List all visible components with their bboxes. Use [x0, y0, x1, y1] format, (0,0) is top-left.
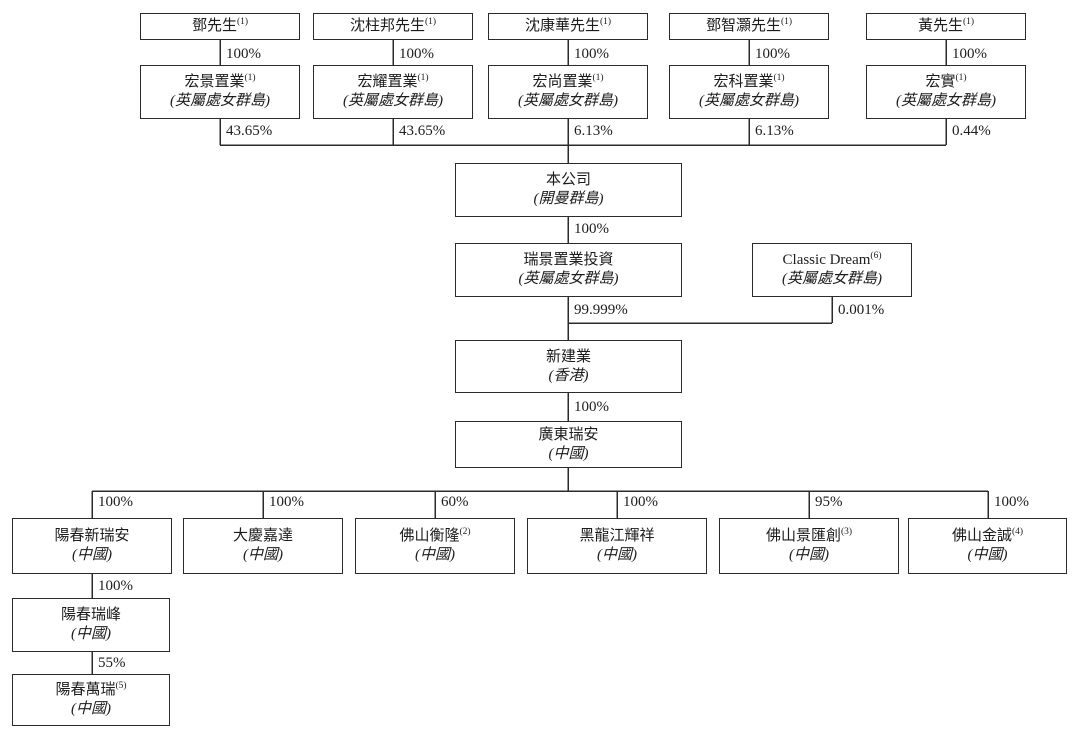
node-location: (中國): [415, 547, 455, 563]
pct-label: 95%: [815, 494, 843, 510]
pct-label: 100%: [994, 494, 1029, 510]
node-label: 佛山金誠(4): [951, 527, 1024, 544]
node-label: 陽春瑞峰: [60, 607, 121, 623]
node-label: 瑞景置業投資: [523, 252, 614, 268]
node-label: 大慶嘉達: [232, 528, 293, 544]
pct-label: 100%: [98, 494, 133, 510]
node-location: (英屬處女群島): [170, 93, 270, 109]
node-shareholder-shen-kanghua: 沈康華先生(1): [488, 13, 648, 40]
node-location: (英屬處女群島): [699, 93, 799, 109]
pct-label: 100%: [226, 46, 261, 62]
pct-label: 100%: [574, 221, 609, 237]
node-shareholder-deng-zhihao: 鄧智灝先生(1): [669, 13, 829, 40]
node-label: 佛山景匯創(3): [765, 527, 853, 544]
pct-label: 43.65%: [399, 123, 446, 139]
node-label: 本公司: [545, 172, 591, 188]
node-label: 沈康華先生(1): [524, 17, 612, 34]
node-shareholder-shen-zhubang: 沈柱邦先生(1): [313, 13, 473, 40]
node-yangchun-wanrui: 陽春萬瑞(5) (中國): [12, 674, 170, 726]
node-location: (英屬處女群島): [518, 93, 618, 109]
node-location: (英屬處女群島): [782, 271, 882, 287]
node-yangchun-xinruian: 陽春新瑞安 (中國): [12, 518, 172, 574]
node-hongyao: 宏耀置業(1) (英屬處女群島): [313, 65, 473, 119]
pct-label: 6.13%: [755, 123, 794, 139]
node-label: 宏耀置業(1): [357, 73, 429, 90]
node-ruijing-invest: 瑞景置業投資 (英屬處女群島): [455, 243, 682, 297]
node-label: 沈柱邦先生(1): [349, 17, 437, 34]
node-label: 新建業: [545, 348, 591, 365]
node-label: 佛山衡隆(2): [399, 527, 471, 544]
pct-label: 43.65%: [226, 123, 273, 139]
node-location: (英屬處女群島): [518, 271, 619, 287]
node-label: 陽春新瑞安: [54, 528, 130, 544]
node-shareholder-deng: 鄧先生(1): [140, 13, 300, 40]
node-hongshi: 宏實(1) (英屬處女群島): [866, 65, 1026, 119]
node-foshan-jincheng: 佛山金誠(4) (中國): [908, 518, 1067, 574]
node-label: 黑龍江輝祥: [579, 528, 655, 544]
pct-label: 60%: [441, 494, 469, 510]
node-daqing-jiada: 大慶嘉達 (中國): [183, 518, 343, 574]
node-label: 宏實(1): [925, 73, 967, 90]
node-label: 黃先生(1): [917, 17, 975, 34]
pct-label: 100%: [574, 399, 609, 415]
pct-label: 100%: [98, 578, 133, 594]
node-classic-dream: Classic Dream(6) (英屬處女群島): [752, 243, 912, 297]
node-company: 本公司 (開曼群島): [455, 163, 682, 217]
pct-label: 100%: [269, 494, 304, 510]
node-location: (中國): [71, 701, 111, 717]
node-location: (中國): [243, 547, 283, 563]
node-label: 鄧先生(1): [191, 17, 249, 34]
node-location: (中國): [967, 547, 1008, 563]
node-hongjing: 宏景置業(1) (英屬處女群島): [140, 65, 300, 119]
node-shareholder-huang: 黃先生(1): [866, 13, 1026, 40]
node-foshan-henglong: 佛山衡隆(2) (中國): [355, 518, 515, 574]
node-location: (中國): [789, 547, 829, 563]
node-label: 宏景置業(1): [184, 73, 256, 90]
node-label: 宏科置業(1): [713, 73, 785, 90]
pct-label: 6.13%: [574, 123, 613, 139]
node-hongshang: 宏尚置業(1) (英屬處女群島): [488, 65, 648, 119]
pct-label: 99.999%: [574, 302, 628, 318]
pct-label: 0.44%: [952, 123, 991, 139]
node-label: 陽春萬瑞(5): [55, 681, 127, 698]
node-hongke: 宏科置業(1) (英屬處女群島): [669, 65, 829, 119]
node-location: (英屬處女群島): [896, 93, 996, 109]
pct-label: 100%: [952, 46, 987, 62]
node-guangdong-ruian: 廣東瑞安 (中國): [455, 421, 682, 468]
node-location: (中國): [597, 547, 637, 563]
node-location: (中國): [548, 445, 589, 462]
node-location: (開曼群島): [533, 191, 604, 207]
pct-label: 100%: [755, 46, 790, 62]
node-location: (英屬處女群島): [343, 93, 443, 109]
node-xinjianye: 新建業 (香港): [455, 340, 682, 393]
pct-label: 55%: [98, 655, 126, 671]
node-location: (香港): [548, 367, 589, 384]
node-yangchun-ruifeng: 陽春瑞峰 (中國): [12, 598, 170, 652]
node-label: 廣東瑞安: [538, 426, 599, 443]
node-foshan-jinghuichuang: 佛山景匯創(3) (中國): [719, 518, 899, 574]
pct-label: 100%: [574, 46, 609, 62]
node-location: (中國): [72, 547, 112, 563]
node-label: 宏尚置業(1): [532, 73, 604, 90]
node-location: (中國): [71, 626, 111, 642]
node-label: 鄧智灝先生(1): [705, 17, 793, 34]
pct-label: 100%: [399, 46, 434, 62]
pct-label: 100%: [623, 494, 658, 510]
pct-label: 0.001%: [838, 302, 885, 318]
node-heilongjiang-huixiang: 黑龍江輝祥 (中國): [527, 518, 707, 574]
node-label: Classic Dream(6): [782, 251, 882, 268]
